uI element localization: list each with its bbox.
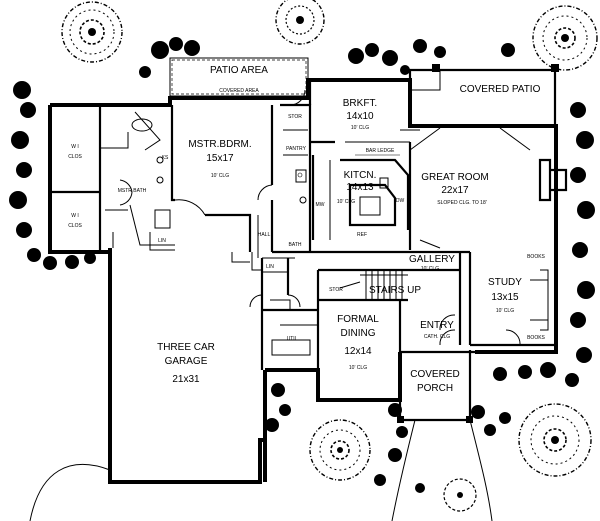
tree-bottom-right [518, 403, 592, 477]
wi-clos-upper-line2: CLOS [68, 154, 82, 160]
mstr-bdrm-note: 10' CLG [211, 173, 229, 179]
formal-dining-line2: DINING [341, 328, 376, 339]
great-room-label: GREAT ROOM [421, 172, 488, 183]
sink-kitchen [379, 177, 389, 189]
fixtures [131, 118, 400, 229]
study-label: STUDY [488, 277, 522, 288]
wi-clos-upper-line1: W I [71, 144, 79, 150]
pantry-label: PANTRY [286, 146, 306, 152]
tree-top-center [275, 0, 325, 45]
tub [131, 118, 153, 132]
garage-size: 21x31 [172, 374, 200, 385]
walkway [391, 419, 493, 521]
tree-bottom-small [443, 478, 477, 512]
sink-left [156, 156, 164, 164]
util-label: UTIL [287, 336, 298, 342]
brkft-label: BRKFT. [343, 98, 377, 109]
interior-walls [50, 80, 568, 400]
toilet-hall [299, 196, 307, 204]
door-swings [119, 89, 521, 346]
shrub-cluster-right [493, 102, 595, 387]
great-room-size: 22x17 [441, 185, 469, 196]
ks-label: KS [162, 155, 169, 161]
exterior-walls [48, 78, 558, 484]
books-bottom-label: BOOKS [527, 335, 545, 341]
covered-area-label: COVERED AREA [219, 88, 259, 94]
entry-note: CATH. CLG [424, 334, 450, 340]
tree-bottom-left [309, 419, 371, 481]
garage-line2: GARAGE [165, 356, 208, 367]
lin-1-label: LIN [158, 238, 166, 244]
covered-patio [408, 64, 559, 126]
wi-clos-lower-line2: CLOS [68, 223, 82, 229]
range-burner [297, 172, 303, 178]
mw-label: MW [316, 202, 325, 208]
covered-porch-line2: PORCH [417, 383, 453, 394]
shrub-cluster-bottom [265, 383, 511, 493]
stor-top-label: STOR [288, 114, 302, 120]
kitchen-note: 10' CLG [337, 199, 355, 205]
landscaping [9, 0, 598, 521]
tree-top-left [61, 1, 123, 63]
mstr-bath-label: MSTR BATH [118, 188, 147, 194]
books-top-label: BOOKS [527, 254, 545, 260]
room-labels: PATIO AREA COVERED AREA COVERED PATIO BR… [68, 65, 545, 394]
entry-label: ENTRY [420, 320, 454, 331]
mstr-bdrm-label: MSTR.BDRM. [188, 139, 251, 150]
cooktop [295, 169, 307, 183]
sink-right [156, 176, 164, 184]
stor-stairs-label: STOR [329, 287, 343, 293]
island [359, 196, 381, 216]
tree-top-right [532, 5, 598, 71]
study-size: 13x15 [491, 292, 519, 303]
bath-label: BATH [289, 242, 302, 248]
bar-ledge-label: BAR LEDGE [366, 148, 395, 154]
garage-line1: THREE CAR [157, 342, 215, 353]
hall-label: HALL [258, 232, 271, 238]
wi-clos-lower-line1: W I [71, 213, 79, 219]
kitchen-size: 14x13 [346, 182, 374, 193]
formal-dining-line1: FORMAL [337, 314, 379, 325]
great-room-note: SLOPED CLG. TO 18' [437, 200, 486, 206]
study-note: 10' CLG [496, 308, 514, 314]
brkft-size: 14x10 [346, 111, 374, 122]
patio-area-label: PATIO AREA [210, 65, 268, 76]
kitchen-label: KITCN. [344, 170, 377, 181]
dw-label: DW [396, 198, 405, 204]
shrub-cluster-top [139, 37, 515, 78]
shrub-cluster-left [9, 81, 96, 270]
lin-2-label: LIN [266, 264, 274, 270]
covered-porch-line1: COVERED [410, 369, 459, 380]
driveway-curb [29, 463, 111, 521]
covered-patio-label: COVERED PATIO [460, 84, 541, 95]
shower [154, 209, 171, 229]
formal-dining-size: 12x14 [344, 346, 372, 357]
formal-dining-note: 10' CLG [349, 365, 367, 371]
mstr-bdrm-size: 15x17 [206, 153, 234, 164]
stairs-label: STAIRS UP [369, 285, 421, 296]
ref-label: REF [357, 232, 367, 238]
gallery-note: 10' CLG [421, 266, 439, 272]
gallery-label: GALLERY [409, 254, 455, 265]
brkft-note: 10' CLG [351, 125, 369, 131]
